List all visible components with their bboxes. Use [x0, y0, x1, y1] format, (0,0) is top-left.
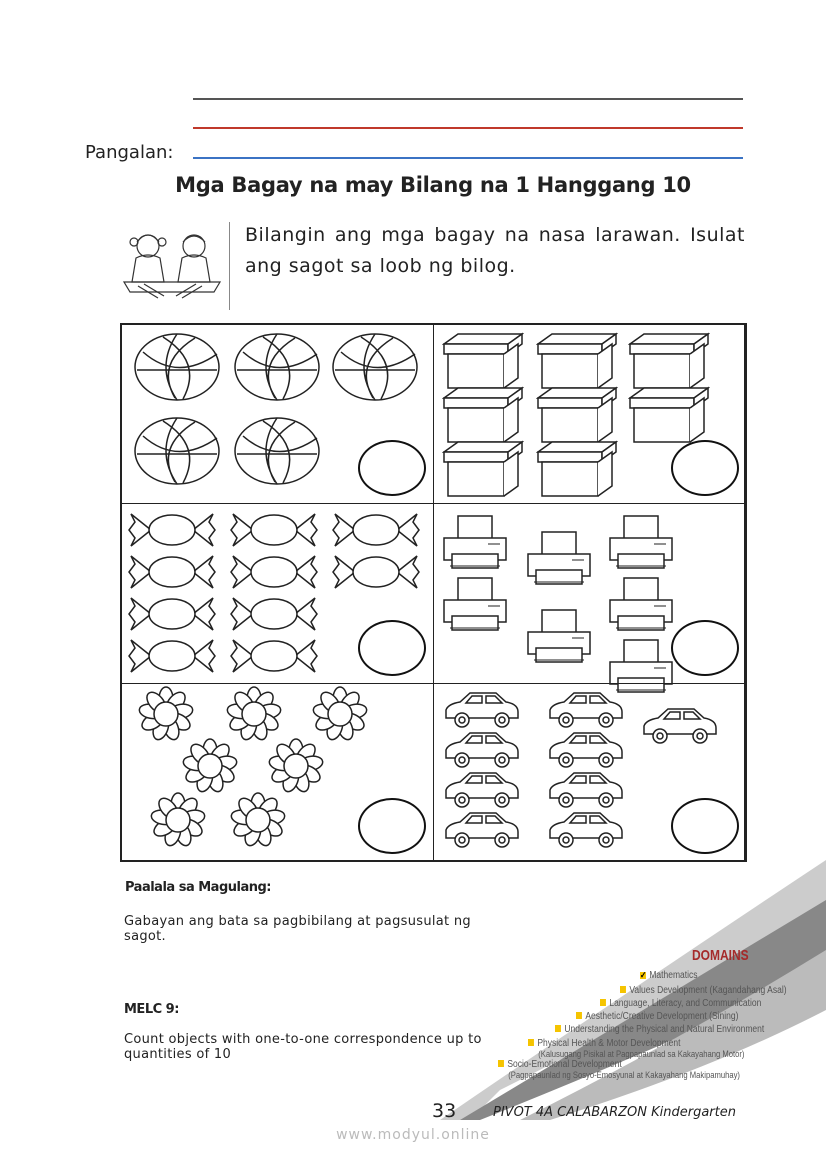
watermark: www.modyul.online [336, 1127, 490, 1143]
domain-label: Aesthetic/Creative Development (Sining) [585, 1011, 739, 1022]
flower-icon [303, 686, 377, 746]
square-bullet-icon [498, 1060, 504, 1067]
domain-item: Understanding the Physical and Natural E… [555, 1024, 764, 1035]
decorative-swoosh [440, 860, 826, 1120]
car-icon [442, 690, 522, 734]
square-bullet-icon [600, 999, 606, 1006]
basketball-icon [233, 332, 321, 406]
exercise-candy [120, 503, 434, 684]
printer-icon [524, 608, 596, 674]
flower-icon [259, 738, 333, 798]
flower-icon [173, 738, 247, 798]
answer-circle[interactable] [671, 440, 739, 496]
box-icon [535, 332, 619, 394]
box-icon [441, 440, 525, 502]
answer-circle[interactable] [671, 798, 739, 854]
candy-icon [331, 510, 421, 554]
box-icon [535, 386, 619, 448]
candy-icon [127, 594, 217, 638]
domain-item: Socio-Emotional Development(Pagpapaunlad… [498, 1059, 740, 1080]
domain-label: Understanding the Physical and Natural E… [564, 1024, 765, 1035]
square-bullet-icon [620, 986, 626, 993]
candy-icon [127, 636, 217, 680]
square-bullet-icon [576, 1012, 582, 1019]
answer-circle[interactable] [358, 440, 426, 496]
name-input-line[interactable] [193, 157, 743, 159]
printer-icon [524, 530, 596, 596]
domain-sublabel: (Pagpapaunlad ng Sosyo-Emosyunal at Kaka… [508, 1070, 740, 1080]
car-icon [546, 770, 626, 814]
exercise-flower [120, 683, 434, 862]
domain-item: Values Development (Kagandahang Asal) [620, 985, 787, 996]
candy-icon [127, 552, 217, 596]
children-writing-illustration [116, 222, 230, 310]
box-icon [441, 386, 525, 448]
printer-icon [606, 576, 678, 642]
square-bullet-icon [555, 1025, 561, 1032]
domain-label: Values Development (Kagandahang Asal) [629, 985, 787, 996]
exercise-basketball [120, 323, 434, 504]
candy-icon [229, 510, 319, 554]
candy-icon [229, 636, 319, 680]
candy-icon [127, 510, 217, 554]
answer-circle[interactable] [671, 620, 739, 676]
candy-icon [331, 552, 421, 596]
basketball-icon [133, 416, 221, 490]
name-label: Pangalan: [85, 142, 174, 163]
domain-item: Physical Health & Motor Development(Kalu… [528, 1038, 744, 1059]
car-icon [546, 690, 626, 734]
car-icon [442, 770, 522, 814]
domain-label: Language, Literacy, and Communication [609, 998, 762, 1009]
basketball-icon [233, 416, 321, 490]
checked-square-icon: ✓ [640, 970, 647, 980]
series-title: PIVOT 4A CALABARZON Kindergarten [493, 1105, 736, 1120]
melc-text: Count objects with one-to-one correspond… [124, 1032, 482, 1062]
domain-item: ✓Mathematics [640, 970, 698, 981]
writing-line-middle [193, 127, 743, 129]
instruction-text: Bilangin ang mga bagay na nasa larawan. … [245, 224, 745, 277]
printer-icon [440, 514, 512, 580]
domain-label: Mathematics [649, 970, 698, 981]
printer-icon [606, 514, 678, 580]
exercise-car [433, 683, 747, 862]
writing-line-top [193, 98, 743, 100]
answer-circle[interactable] [358, 798, 426, 854]
page-number: 33 [432, 1100, 457, 1122]
exercise-printer [433, 503, 747, 693]
car-icon [442, 810, 522, 854]
basketball-icon [133, 332, 221, 406]
candy-icon [229, 594, 319, 638]
flower-icon [221, 792, 295, 852]
flower-icon [141, 792, 215, 852]
exercise-box [433, 323, 747, 504]
car-icon [640, 706, 720, 750]
box-icon [441, 332, 525, 394]
car-icon [442, 730, 522, 774]
flower-icon [217, 686, 291, 746]
domain-label: Socio-Emotional Development [507, 1059, 622, 1070]
domain-item: Aesthetic/Creative Development (Sining) [576, 1011, 738, 1022]
box-icon [535, 440, 619, 502]
flower-icon [129, 686, 203, 746]
basketball-icon [331, 332, 419, 406]
printer-icon [606, 638, 678, 704]
counting-grid [120, 323, 747, 862]
parent-note-heading: Paalala sa Magulang: [125, 880, 272, 895]
domain-item: Language, Literacy, and Communication [600, 998, 761, 1009]
page-title: Mga Bagay na may Bilang na 1 Hanggang 10 [175, 173, 691, 197]
melc-heading: MELC 9: [124, 1002, 179, 1017]
parent-note-text: Gabayan ang bata sa pagbibilang at pagsu… [124, 914, 471, 944]
car-icon [546, 730, 626, 774]
domain-label: Physical Health & Motor Development [537, 1038, 681, 1049]
box-icon [627, 332, 711, 394]
printer-icon [440, 576, 512, 642]
box-icon [627, 386, 711, 448]
domain-sublabel: (Kalusugang Pisikal at Pagpapaunlad sa K… [538, 1049, 745, 1059]
answer-circle[interactable] [358, 620, 426, 676]
square-bullet-icon [528, 1039, 534, 1046]
car-icon [546, 810, 626, 854]
candy-icon [229, 552, 319, 596]
domains-title: DOMAINS [692, 947, 749, 964]
